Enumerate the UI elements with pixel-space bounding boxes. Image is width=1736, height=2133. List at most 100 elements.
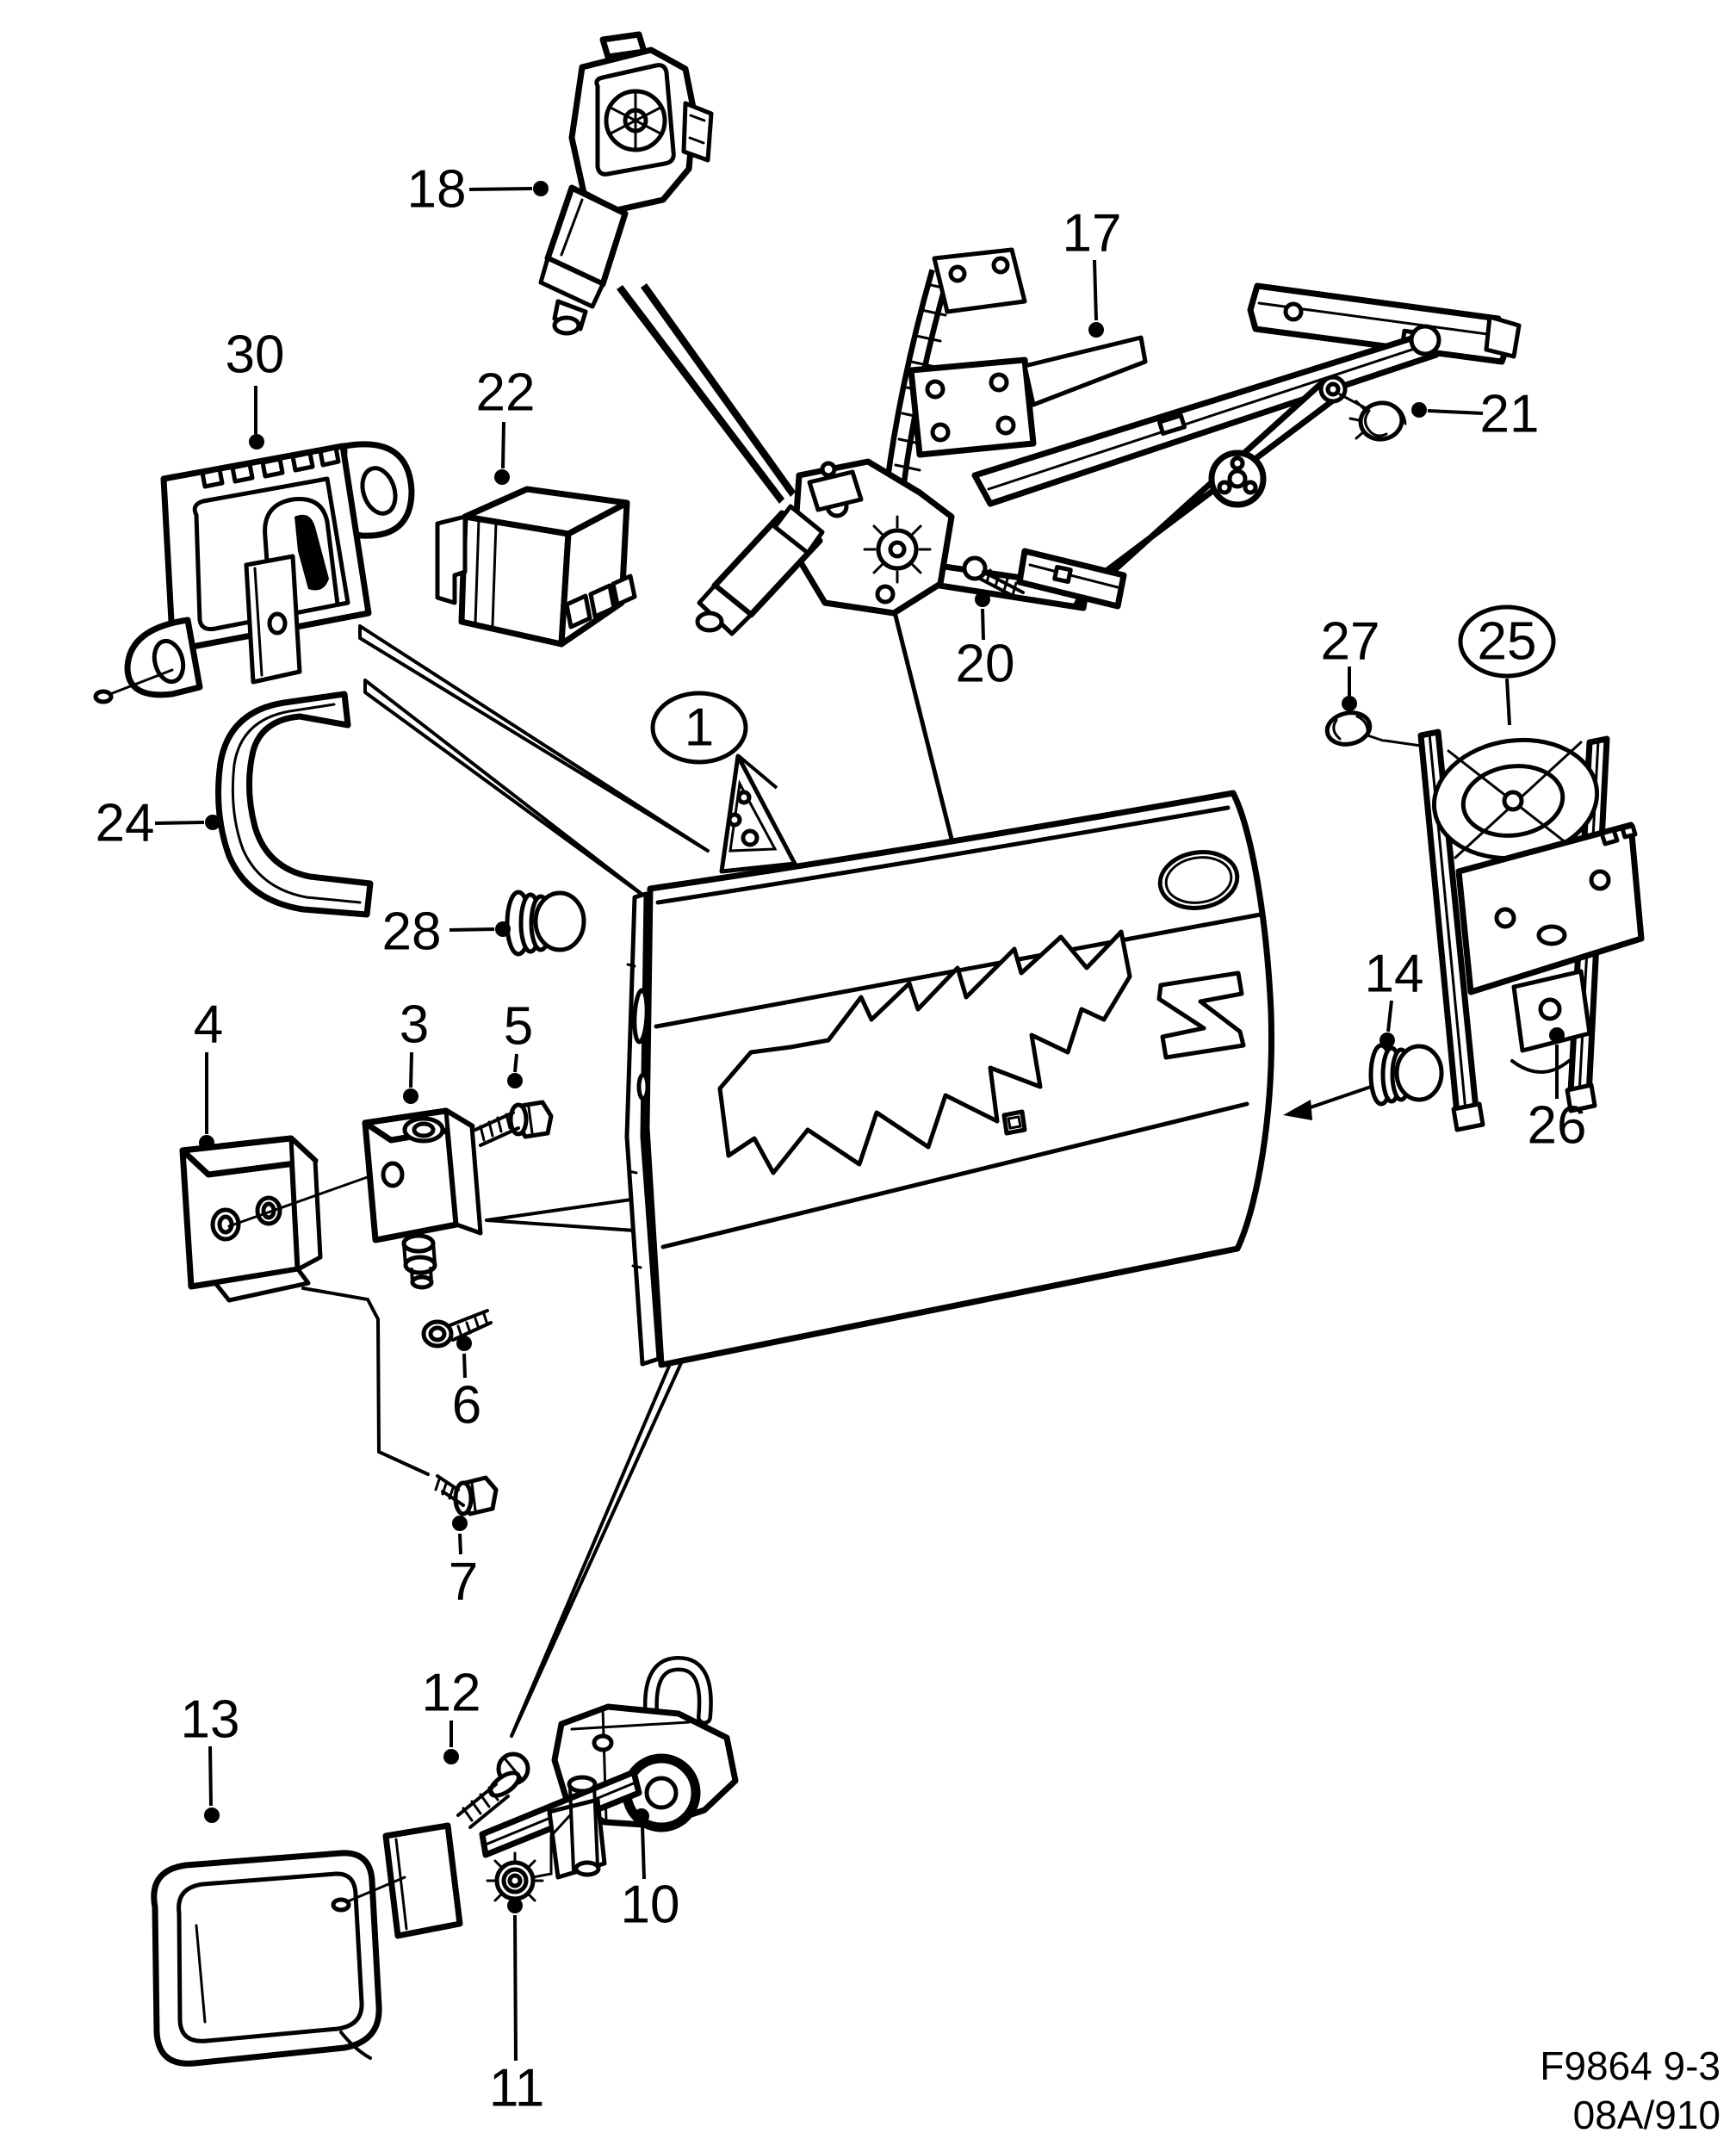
part-3-hinge [362, 1107, 483, 1290]
callout-dot-12 [443, 1749, 459, 1764]
callout-dot-22 [494, 469, 510, 485]
callout-label-20: 20 [956, 635, 1015, 694]
page-code: 08A/910 [1573, 2093, 1720, 2133]
bolt-threads [434, 1478, 455, 1500]
door-oval-hole [1157, 850, 1240, 910]
part-10-check-strap [331, 1655, 739, 1939]
motor-pointer-needle [617, 285, 784, 504]
callout-label-11: 11 [489, 2059, 544, 2118]
callout-dot-10 [634, 1808, 649, 1824]
callout-dot-24 [205, 815, 220, 830]
callout-dot-11 [507, 1898, 523, 1913]
callout-label-12: 12 [422, 1664, 481, 1723]
plug-arrow-head [1283, 1100, 1312, 1120]
callout-label-17: 17 [1063, 204, 1122, 264]
callout-dot-17 [1088, 322, 1104, 338]
callout-label-6: 6 [452, 1376, 481, 1435]
callout-label-28: 28 [382, 902, 442, 962]
striker-pointer-triangle [358, 624, 710, 853]
callout-label-4: 4 [194, 995, 223, 1055]
nut-serrations [486, 1851, 544, 1910]
part-25-window-regulator-manual [1417, 729, 1645, 1132]
part-6-screw [421, 1309, 493, 1349]
part-13-gasket [151, 1850, 382, 2067]
callout-layer: 18 30 22 17 21 27 25 1 20 24 28 14 26 4 3 5 6 7 13 12 10 11 [96, 160, 1587, 2118]
callout-leader-22 [501, 421, 505, 469]
part-12-bolt [456, 1752, 530, 1829]
callout-dot-6 [456, 1336, 472, 1351]
callout-label-24: 24 [96, 794, 155, 853]
callout-label-7: 7 [449, 1553, 478, 1612]
callout-label-3: 3 [400, 995, 429, 1055]
callout-leader-3 [409, 1051, 413, 1088]
bolt-threads [479, 1113, 512, 1142]
gear-spokes [609, 91, 662, 150]
callout-circle-1 [650, 691, 748, 765]
callout-label-27: 27 [1321, 612, 1380, 672]
buffer-pointer-triangle [363, 679, 654, 904]
drive-gear-ticks [863, 515, 932, 584]
callout-circle-25 [1458, 605, 1556, 679]
door-square-hole [1001, 1109, 1027, 1136]
callout-label-22: 22 [476, 363, 536, 423]
callout-label-25: 25 [1478, 612, 1537, 672]
callout-label-21: 21 [1480, 385, 1540, 444]
figure-code: F9864 9-3 [1540, 2043, 1720, 2088]
callout-label-26: 26 [1528, 1096, 1587, 1156]
part-21-clip [1338, 393, 1407, 442]
callout-label-14: 14 [1365, 945, 1424, 1004]
part-24-channel-bracket [215, 691, 374, 918]
callout-dot-3 [403, 1088, 418, 1104]
callout-dot-27 [1342, 696, 1357, 711]
part-27-clip [1324, 710, 1423, 747]
callout-leader-21 [1427, 409, 1484, 415]
callout-leader-6 [462, 1353, 467, 1379]
callout-label-18: 18 [407, 160, 467, 220]
callout-dot-28 [495, 921, 511, 937]
callout-dot-7 [452, 1516, 468, 1531]
part-4-hinge-bracket [179, 1135, 391, 1303]
callout-leader-24 [154, 821, 205, 825]
callout-leader-11 [513, 1914, 518, 2062]
callout-leader-25 [1505, 678, 1511, 726]
callout-label-13: 13 [181, 1690, 240, 1750]
plug-arrow-shaft [1304, 1085, 1373, 1111]
part-18-window-motor [538, 31, 714, 336]
door-z-cutout [1156, 970, 1246, 1060]
callout-label-1: 1 [685, 698, 714, 758]
callout-dot-20 [975, 592, 990, 607]
part-5-bolt [474, 1100, 554, 1147]
bolt-threads [985, 568, 1018, 597]
part-1-door-panel [624, 753, 1274, 1368]
part-17-window-regulator-electric [695, 247, 1522, 636]
part-28-plug [505, 890, 586, 957]
callout-leader-7 [458, 1533, 462, 1555]
door-access-cutout [717, 929, 1132, 1175]
callout-dot-14 [1380, 1032, 1395, 1048]
callout-label-30: 30 [226, 326, 285, 385]
motor-pointer-needle [641, 283, 796, 497]
part-22-buffer-block [435, 486, 637, 648]
nut-position-leader [531, 1814, 572, 1879]
callout-dot-5 [507, 1073, 523, 1088]
callout-leader-13 [208, 1745, 213, 1807]
part-20-bolt [962, 555, 1025, 601]
buffer-tabs [564, 574, 637, 629]
bolt-threads [462, 1786, 499, 1822]
callout-label-5: 5 [504, 997, 533, 1057]
callout-dot-26 [1549, 1027, 1565, 1043]
callout-dot-18 [533, 181, 549, 196]
callout-dot-13 [204, 1807, 220, 1823]
callout-label-10: 10 [621, 1876, 680, 1935]
callout-dot-21 [1411, 402, 1427, 418]
callout-dot-30 [249, 434, 264, 450]
part-30-lock-striker [93, 441, 415, 704]
callout-leader-28 [449, 927, 495, 932]
striker-ribs [200, 445, 341, 489]
part-7-bolt [434, 1474, 499, 1516]
door-crease-lower [660, 1101, 1249, 1249]
callout-leader-14 [1386, 1000, 1393, 1032]
callout-leader-1 [737, 754, 778, 790]
